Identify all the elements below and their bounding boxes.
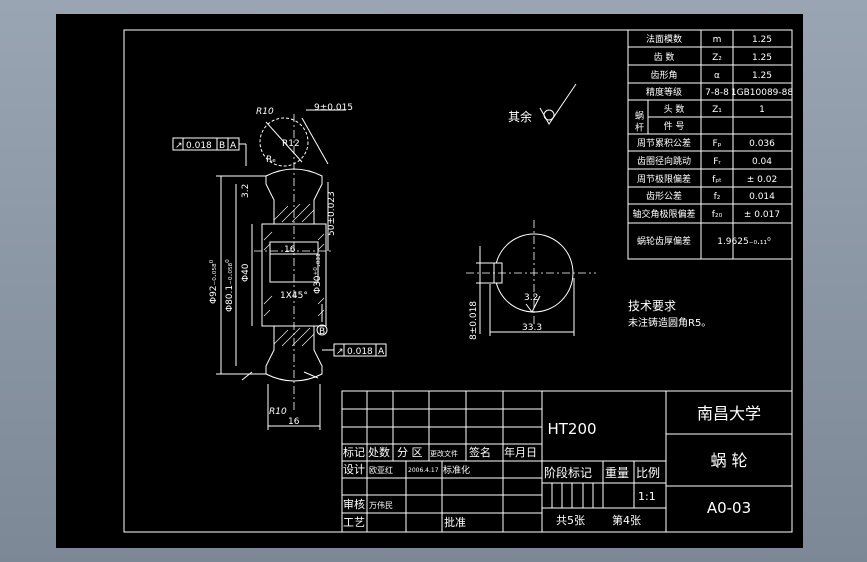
dim-tip: 3.2 (241, 184, 251, 198)
dim-key-width: 33.3 (522, 323, 542, 333)
param-label-9: 齿形公差 (646, 190, 682, 202)
dim-r12: R12 (282, 139, 300, 149)
tb-bili: 比例 (636, 466, 660, 480)
frame1-datum: A (230, 141, 237, 151)
parameter-table: 法面模数 m 1.25 齿 数 Z₂ 1.25 齿形角 α 1.25 精度等级 … (627, 29, 793, 260)
tb-scale: 1:1 (638, 490, 656, 503)
tech-requirements-line1: 未注铸造圆角R5。 (628, 316, 711, 329)
frame1-ref: B (219, 141, 225, 151)
param-val-11: 1.9625₋₀.₁₁⁰ (717, 237, 771, 247)
dim-phi30: Φ30⁺⁰.₀₃₁ (313, 253, 323, 294)
drawing-sheet: 法面模数 m 1.25 齿 数 Z₂ 1.25 齿形角 α 1.25 精度等级 … (56, 14, 803, 548)
tb-reviewer: 万伟民 (369, 500, 393, 510)
tb-date: 2006.4.17 (408, 467, 439, 474)
param-val-8: ± 0.02 (747, 175, 777, 185)
param-label-3: 精度等级 (646, 86, 682, 98)
param-val-4: 1 (759, 105, 765, 115)
datum-b: B (316, 304, 328, 337)
dim-tol-top: 9±0.015 (314, 103, 353, 113)
frame2-value: 0.018 (347, 347, 373, 357)
dim-phi80: Φ80.1₋₀.₀₅₈⁰ (225, 259, 235, 312)
tb-school: 南昌大学 (697, 404, 761, 423)
param-val-10: ± 0.017 (744, 210, 780, 220)
tb-biaozhunhua: 标准化 (443, 464, 470, 476)
tb-jieduan: 阶段标记 (544, 465, 592, 480)
tb-gaiwenjian: 更改文件 (430, 449, 458, 458)
param-label-11: 蜗轮齿厚偏差 (637, 235, 691, 247)
param-label-7: 齿圈径向跳动 (637, 155, 691, 167)
roughness-key: 3.2 (524, 293, 538, 303)
tb-biaoji: 标记 (343, 445, 365, 459)
param-sym-6: Fₚ (712, 139, 721, 149)
tb-sheet: 第4张 (612, 513, 641, 527)
param-sym-3: 7-8-8 (705, 88, 729, 98)
param-sym-7: Fᵣ (713, 157, 721, 167)
roughness-text: 其余 (508, 109, 532, 124)
param-label-2: 齿形角 (650, 69, 677, 81)
tolerance-frame-1: ↗ 0.018 B A (172, 137, 247, 166)
param-val-2: 1.25 (752, 71, 772, 81)
dim-key-height: 8±0.018 (469, 301, 479, 340)
dim-r10-top: R10 (256, 107, 274, 117)
param-sym-8: fₚₜ (712, 175, 722, 185)
param-sym-0: m (713, 35, 722, 45)
frame1-value: 0.018 (186, 141, 212, 151)
tb-part-name: 蜗 轮 (710, 451, 747, 470)
param-label-10: 轴交角极限偏差 (632, 208, 695, 220)
param-label-0: 法面模数 (646, 33, 682, 45)
param-val-6: 0.036 (749, 139, 775, 149)
tb-designer: 欧亚红 (369, 465, 393, 475)
dim-center-r: Rₑ (266, 155, 276, 165)
param-label-1: 齿 数 (654, 51, 675, 63)
dim-16b: 16 (288, 417, 300, 427)
dim-50: 50±0.023 (327, 191, 337, 236)
param-sym-1: Z₂ (712, 53, 722, 63)
tolerance-frame-2: ↗ 0.018 A (322, 343, 387, 357)
frame1-symbol: ↗ (175, 141, 183, 151)
drawing-canvas: 法面模数 m 1.25 齿 数 Z₂ 1.25 齿形角 α 1.25 精度等级 … (123, 29, 793, 533)
param-val-3: 1GB10089-88 (731, 88, 793, 98)
param-label-8: 周节极限偏差 (637, 173, 691, 185)
dim-phi40: Φ40 (241, 263, 251, 282)
datum-b-letter: B (319, 327, 325, 337)
dim-chamfer: 1X45° (280, 291, 308, 301)
frame2-symbol: ↗ (336, 347, 344, 357)
param-sym-9: f₂ (714, 192, 721, 202)
param-sym-2: α (714, 71, 720, 81)
dim-phi92: Φ92₋₀.₀₅₈⁰ (209, 259, 219, 304)
param-val-7: 0.04 (752, 157, 772, 167)
tb-code: A0-03 (707, 499, 751, 517)
side-view: 8±0.018 33.3 3.2 (466, 220, 596, 340)
tb-qianming: 签名 (469, 445, 491, 459)
tb-total: 共5张 (556, 514, 585, 527)
frame2-ref: A (378, 347, 385, 357)
param-sym-4: Z₁ (712, 105, 722, 115)
worm-label: 蜗 杆 (633, 110, 644, 132)
tb-chushu: 处数 (368, 446, 390, 459)
tech-requirements-title: 技术要求 (628, 299, 676, 313)
param-sym-10: f₂₀ (712, 210, 723, 220)
tb-nianyueri: 年月日 (504, 445, 537, 459)
param-val-0: 1.25 (752, 35, 772, 45)
param-label-4: 头 数 (664, 103, 685, 115)
tb-material: HT200 (547, 420, 596, 438)
tb-gongyi: 工艺 (343, 516, 365, 529)
tb-zhongliang: 重量 (605, 466, 629, 480)
tb-sheji: 设计 (343, 463, 365, 476)
param-label-5: 件 号 (664, 120, 685, 132)
roughness-note: 其余 (508, 83, 577, 125)
section-view: R10 9±0.015 R12 Rₑ ↗ 0.018 B A Φ92₋₀.₀₅₈… (172, 103, 387, 430)
param-val-1: 1.25 (752, 53, 772, 63)
param-val-9: 0.014 (749, 192, 775, 202)
tb-pizhun: 批准 (444, 515, 466, 529)
param-label-6: 周节累积公差 (637, 137, 691, 149)
title-block: 标记 处数 分 区 更改文件 签名 年月日 设计 欧亚红 2006.4.17 标… (341, 390, 793, 533)
dim-16a: 16 (284, 245, 296, 255)
dim-r10-bottom: R10 (269, 407, 287, 417)
tb-fenqu: 分 区 (397, 446, 423, 459)
tb-shenhe: 审核 (343, 497, 365, 511)
